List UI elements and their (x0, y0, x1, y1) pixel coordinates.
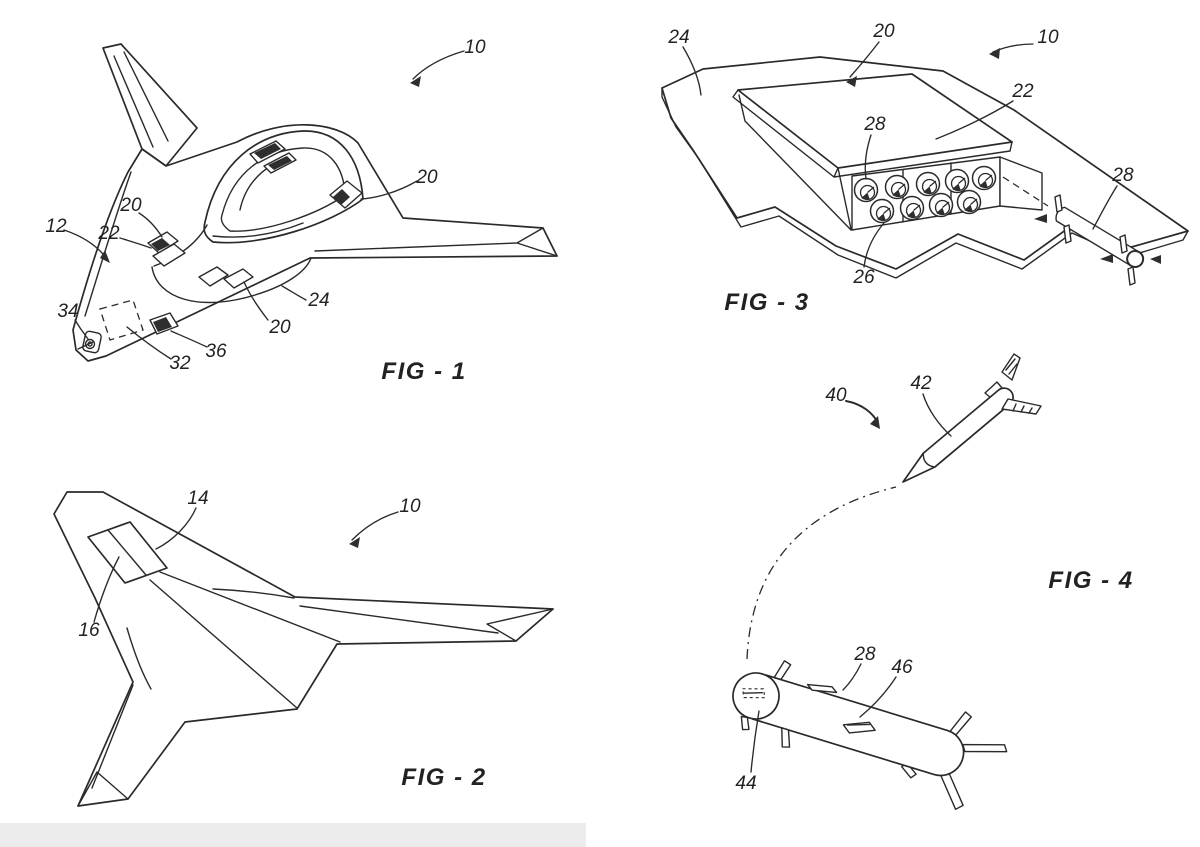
weapon-door (152, 243, 186, 267)
missile-fin (1127, 266, 1136, 286)
ref-label-24: 24 (667, 27, 689, 48)
ref-label-22: 22 (97, 223, 120, 244)
figure-4-group: 40 42 28 46 44 FIG - 4 (732, 353, 1133, 811)
ref-label-28: 28 (853, 644, 876, 665)
missile-fin (1119, 234, 1128, 254)
ref-label-28: 28 (863, 114, 886, 135)
page-scan-artifact (0, 823, 586, 847)
ejected-missile-drawing (1034, 194, 1161, 286)
munition-canister-drawing (732, 660, 1008, 811)
launch-tube-opening (869, 198, 895, 224)
launch-tube-opening (944, 168, 970, 194)
figure-2-group: 14 16 10 FIG - 2 (53, 488, 554, 807)
ref-label-34: 34 (57, 301, 78, 322)
bay-side-wall (999, 156, 1043, 211)
ref-label-20: 20 (872, 21, 895, 42)
motion-arrow-icon (1100, 254, 1113, 263)
wing-thickness-edge (661, 87, 1189, 279)
ref-label-32: 32 (169, 353, 191, 374)
ref-label-42: 42 (910, 373, 932, 394)
weapon-door (223, 268, 254, 289)
launch-tube-opening (928, 192, 954, 218)
canister-fin (806, 683, 838, 694)
motion-arrow-icon (1034, 214, 1047, 223)
ref-label-24: 24 (307, 290, 329, 311)
missile-fin (1054, 194, 1063, 213)
weapon-door (198, 266, 229, 287)
ref-label-12: 12 (45, 216, 67, 237)
flying-missile-drawing (902, 353, 1042, 483)
ref-label-10: 10 (464, 37, 486, 58)
figure-caption-4: FIG - 4 (1048, 567, 1133, 594)
ref-label-14: 14 (187, 488, 208, 509)
figure-3-group: 24 20 10 22 28 26 28 FIG - 3 (661, 21, 1189, 316)
ref-label-36: 36 (205, 341, 227, 362)
aircraft-top-view-drawing (53, 491, 554, 807)
ref-label-22: 22 (1011, 81, 1034, 102)
ref-label-16: 16 (78, 620, 100, 641)
wing-tip-fold (314, 227, 558, 257)
ref-label-10: 10 (399, 496, 421, 517)
launch-tube-opening (956, 189, 982, 215)
right-wing-fold (299, 605, 554, 642)
figure-caption-3: FIG - 3 (724, 289, 809, 316)
ref-label-26: 26 (852, 267, 875, 288)
ref-label-10: 10 (1037, 27, 1059, 48)
launch-tube-opening (884, 174, 910, 200)
ref-label-46: 46 (891, 657, 913, 678)
weapons-bay-drawing (732, 73, 1043, 231)
dorsal-hatch (87, 521, 168, 584)
launch-trajectory-path (746, 486, 897, 660)
launch-tube-opening (899, 195, 925, 221)
dashed-bay-outline (99, 299, 144, 341)
ref-label-20: 20 (268, 317, 291, 338)
ref-label-20: 20 (119, 195, 142, 216)
aircraft-isometric-drawing (72, 43, 558, 362)
launch-path-dashed (1002, 176, 1049, 207)
figure-caption-1: FIG - 1 (381, 358, 466, 385)
launch-tube-opening (971, 165, 997, 191)
left-wing-fold (77, 684, 134, 807)
ref-label-20: 20 (415, 167, 438, 188)
missile-tail-fin (1001, 353, 1021, 381)
figure-caption-2: FIG - 2 (401, 764, 486, 791)
launch-tube-opening (853, 177, 879, 203)
aircraft-body (72, 124, 558, 362)
canister-fin (962, 743, 1008, 753)
figure-1-group: 10 12 20 22 20 24 20 34 32 36 FIG - 1 (45, 37, 558, 385)
missile-fin (1063, 224, 1072, 244)
ref-label-40: 40 (825, 385, 847, 406)
motion-arrow-icon (1150, 255, 1161, 264)
ref-label-44: 44 (735, 773, 756, 794)
canister-nose-dome (732, 672, 780, 720)
flying-wing-outline (53, 491, 554, 807)
canister-fin (781, 727, 791, 748)
launch-tube-opening (915, 171, 941, 197)
ref-label-28: 28 (1111, 165, 1134, 186)
